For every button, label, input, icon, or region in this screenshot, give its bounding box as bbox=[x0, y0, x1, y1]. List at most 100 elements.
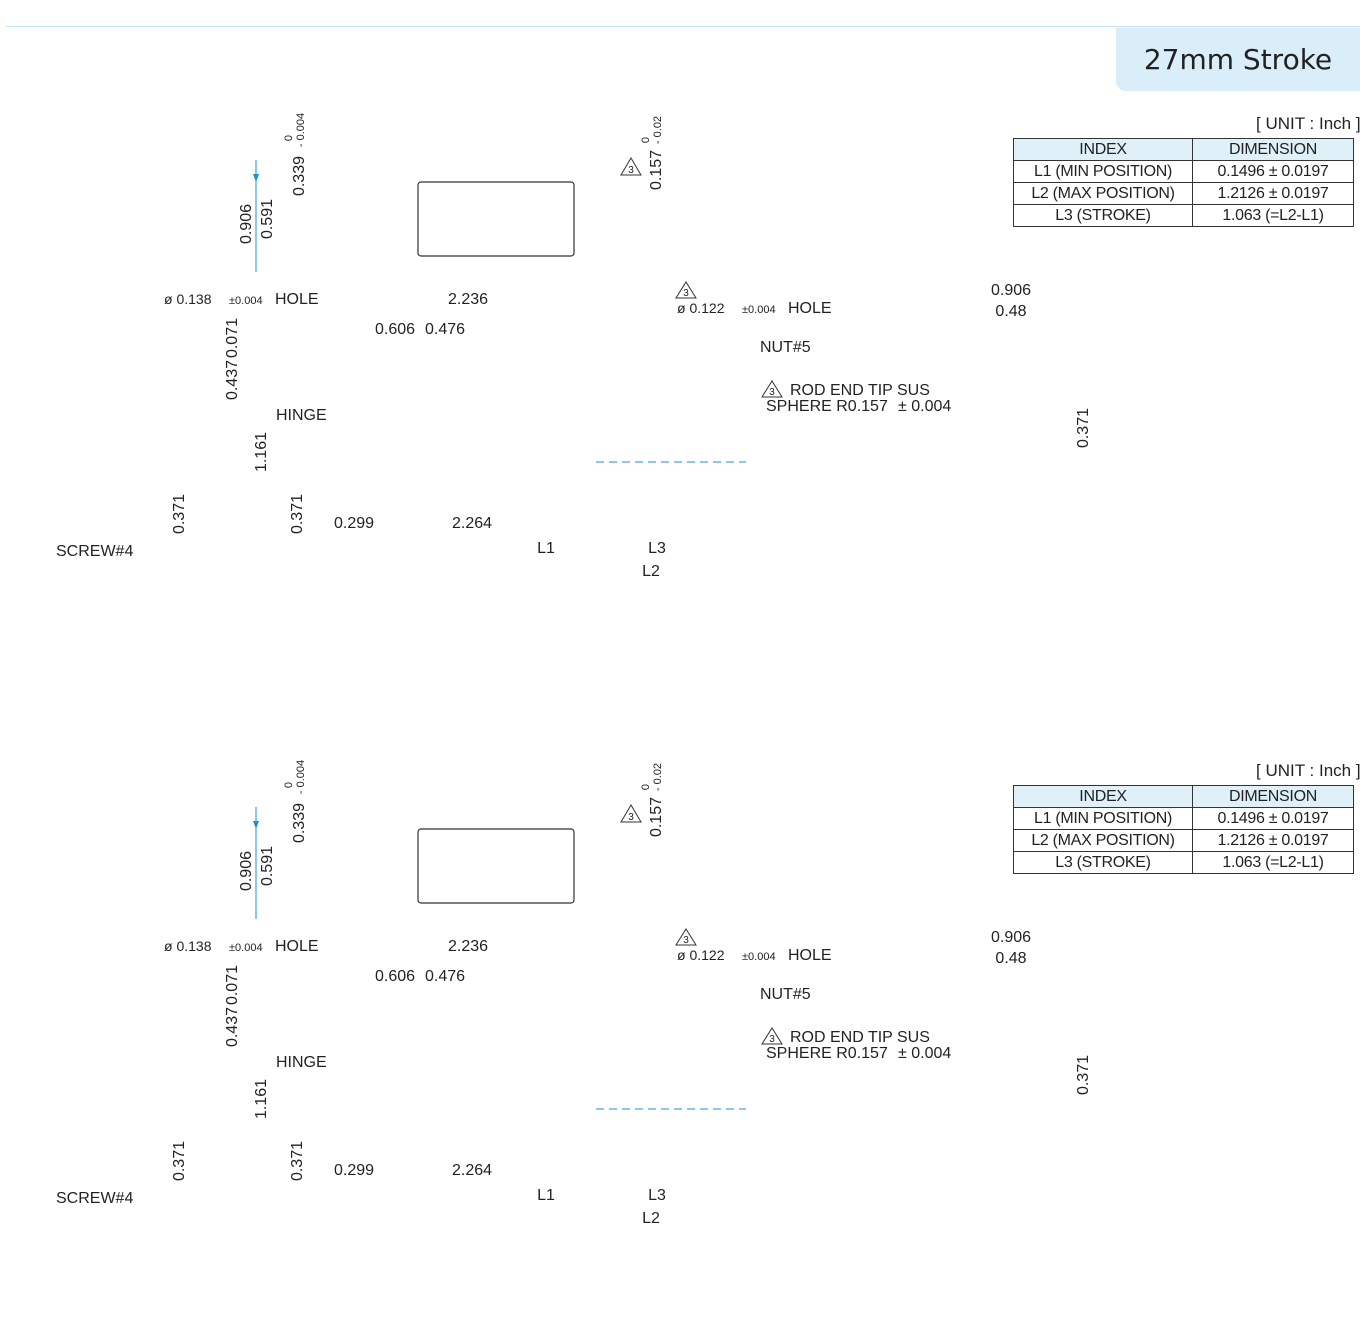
part-geometry bbox=[417, 181, 575, 257]
hole-tolerance: ±0.004 bbox=[229, 295, 263, 307]
dim-2236: 2.236 bbox=[448, 291, 488, 308]
table-header-dimension: DIMENSION bbox=[1192, 138, 1354, 161]
dim-0157: 0.157 bbox=[648, 150, 665, 190]
table-cell: L3 (STROKE) bbox=[1013, 204, 1193, 227]
rod-tip-tolerance: ± 0.004 bbox=[898, 398, 951, 415]
table-row: L1 (MIN POSITION)0.1496 ± 0.0197 bbox=[1013, 807, 1354, 830]
dim-2236: 2.236 bbox=[448, 938, 488, 955]
end-dim-0906: 0.906 bbox=[991, 282, 1031, 299]
warning-triangle-icon bbox=[620, 804, 642, 823]
hole-tolerance: ±0.004 bbox=[229, 942, 263, 954]
dim-2264: 2.264 bbox=[452, 515, 492, 532]
stroke-title: 27mm Stroke bbox=[1116, 28, 1360, 91]
rod-hole-label: HOLE bbox=[788, 300, 832, 317]
dim-2264: 2.264 bbox=[452, 1162, 492, 1179]
end-dim-0371: 0.371 bbox=[1075, 408, 1092, 448]
nut-label: NUT#5 bbox=[760, 339, 811, 356]
dim-0371: 0.371 bbox=[289, 494, 306, 534]
dim-L2: L2 bbox=[642, 1210, 660, 1227]
dim-0339: 0.339 bbox=[291, 156, 308, 196]
dim-0476: 0.476 bbox=[425, 968, 465, 985]
end-dim-0906: 0.906 bbox=[991, 929, 1031, 946]
hole-diameter: ø 0.138 bbox=[164, 291, 212, 307]
warning-triangle-icon bbox=[620, 157, 642, 176]
warning-number: 3 bbox=[683, 288, 689, 299]
table-row: L1 (MIN POSITION)0.1496 ± 0.0197 bbox=[1013, 160, 1354, 183]
unit-label: [ UNIT : Inch ] bbox=[1256, 761, 1361, 780]
part-geometry bbox=[417, 828, 575, 904]
dim-0339: 0.339 bbox=[291, 803, 308, 843]
rod-tip-label-1: ROD END TIP SUS bbox=[790, 1029, 930, 1046]
rod-hole-diameter: ø 0.122 bbox=[677, 300, 725, 316]
nut-label: NUT#5 bbox=[760, 986, 811, 1003]
tol-upper: 0 bbox=[640, 784, 652, 790]
hinge-label: HINGE bbox=[276, 407, 327, 424]
dimension-table: INDEX DIMENSION L1 (MIN POSITION)0.1496 … bbox=[1013, 138, 1354, 227]
dim-0071: 0.071 bbox=[224, 318, 241, 358]
dim-0437: 0.437 bbox=[224, 1007, 241, 1047]
warning-number: 3 bbox=[628, 165, 634, 176]
end-dim-048: 0.48 bbox=[995, 950, 1026, 967]
table-cell: 1.2126 ± 0.0197 bbox=[1192, 829, 1354, 852]
table-cell: 0.1496 ± 0.0197 bbox=[1192, 807, 1354, 830]
dim-L1: L1 bbox=[537, 540, 555, 557]
tol-upper: 0 bbox=[283, 782, 295, 788]
dim-L3: L3 bbox=[648, 540, 666, 557]
rod-hole-tolerance: ±0.004 bbox=[742, 304, 776, 316]
arrowheads bbox=[253, 174, 259, 182]
warning-number: 3 bbox=[769, 1034, 775, 1045]
dimension-labels: 0.906 0.591 0.339 0 - 0.004 0.157 0 - 0.… bbox=[56, 113, 1092, 580]
tol-lower: - 0.02 bbox=[652, 763, 664, 791]
rod-hole-label: HOLE bbox=[788, 947, 832, 964]
rod-hole-diameter: ø 0.122 bbox=[677, 947, 725, 963]
dim-0906: 0.906 bbox=[238, 851, 255, 891]
warning-triangle-icon bbox=[675, 928, 697, 946]
dimension-table: INDEX DIMENSION L1 (MIN POSITION)0.1496 … bbox=[1013, 785, 1354, 874]
screw-label: SCREW#4 bbox=[56, 1190, 133, 1207]
dim-L3: L3 bbox=[648, 1187, 666, 1204]
dim-0606: 0.606 bbox=[375, 321, 415, 338]
screw-label: SCREW#4 bbox=[56, 543, 133, 560]
warning-number: 3 bbox=[628, 812, 634, 823]
rod-tip-tolerance: ± 0.004 bbox=[898, 1045, 951, 1062]
side-dim-0371: 0.371 bbox=[171, 494, 188, 534]
tol-lower: - 0.004 bbox=[295, 113, 307, 147]
table-cell: L2 (MAX POSITION) bbox=[1013, 829, 1193, 852]
tol-lower: - 0.004 bbox=[295, 760, 307, 794]
dimension-labels: 0.906 0.591 0.339 0 - 0.004 0.157 0 - 0.… bbox=[56, 760, 1092, 1227]
actuator-drawing: 0.906 0.591 0.339 0 - 0.004 0.157 0 - 0.… bbox=[56, 760, 1092, 1227]
arrowheads bbox=[253, 821, 259, 829]
table-cell: L2 (MAX POSITION) bbox=[1013, 182, 1193, 205]
table-row: L2 (MAX POSITION)1.2126 ± 0.0197 bbox=[1013, 829, 1354, 852]
dim-0157: 0.157 bbox=[648, 797, 665, 837]
table-cell: L1 (MIN POSITION) bbox=[1013, 807, 1193, 830]
end-dim-0371: 0.371 bbox=[1075, 1055, 1092, 1095]
table-header-dimension: DIMENSION bbox=[1192, 785, 1354, 808]
actuator-drawing: 0.906 0.591 0.339 0 - 0.004 0.157 0 - 0.… bbox=[56, 113, 1092, 580]
dim-0906: 0.906 bbox=[238, 204, 255, 244]
table-cell: L3 (STROKE) bbox=[1013, 851, 1193, 874]
hole-diameter: ø 0.138 bbox=[164, 938, 212, 954]
warning-number: 3 bbox=[769, 387, 775, 398]
table-cell: 0.1496 ± 0.0197 bbox=[1192, 160, 1354, 183]
warning-triangle-icon bbox=[761, 380, 783, 398]
hole-label: HOLE bbox=[275, 938, 319, 955]
tol-upper: 0 bbox=[640, 137, 652, 143]
dim-0071: 0.071 bbox=[224, 965, 241, 1005]
warning-triangle-icon bbox=[675, 281, 697, 299]
table-header-index: INDEX bbox=[1013, 785, 1193, 808]
rod-tip-label-2: SPHERE R0.157 bbox=[766, 1045, 888, 1062]
end-dim-048: 0.48 bbox=[995, 303, 1026, 320]
dim-0476: 0.476 bbox=[425, 321, 465, 338]
tol-upper: 0 bbox=[283, 135, 295, 141]
header-rule bbox=[6, 26, 1360, 27]
dim-L1: L1 bbox=[537, 1187, 555, 1204]
rod-tip-label-2: SPHERE R0.157 bbox=[766, 398, 888, 415]
dim-1161: 1.161 bbox=[253, 1079, 270, 1119]
unit-label: [ UNIT : Inch ] bbox=[1256, 114, 1361, 133]
table-header-index: INDEX bbox=[1013, 138, 1193, 161]
dim-0606: 0.606 bbox=[375, 968, 415, 985]
dim-0299: 0.299 bbox=[334, 515, 374, 532]
dim-0591: 0.591 bbox=[259, 199, 276, 239]
hole-label: HOLE bbox=[275, 291, 319, 308]
